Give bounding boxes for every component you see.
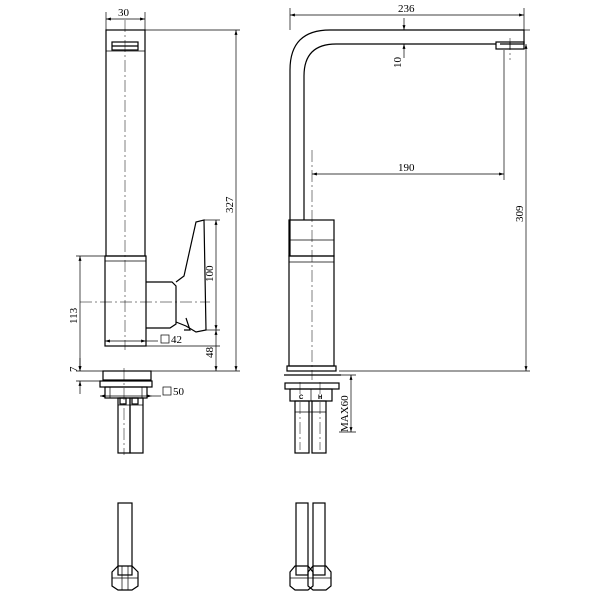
side-lever (288, 219, 335, 257)
dim-width-top: 30 (118, 7, 130, 19)
front-hose (117, 502, 133, 576)
cold-label: C (299, 395, 304, 401)
dim-reach-total: 236 (398, 3, 415, 15)
dim-base-height: 48 (204, 347, 216, 359)
dim-base-square: 50 (173, 386, 185, 398)
front-cartridge (146, 281, 177, 329)
dim-height-total: 327 (224, 196, 236, 213)
front-hose-nut (111, 565, 139, 591)
front-lever (175, 219, 207, 333)
dim-side-height: 309 (514, 205, 526, 222)
square-symbol-50 (162, 386, 172, 396)
side-hose-cold (295, 502, 309, 576)
square-symbol-42 (160, 334, 170, 344)
side-spout-inner (303, 43, 496, 220)
dim-spout-drop: 10 (392, 57, 404, 69)
dim-max-deck: MAX60 (339, 395, 351, 432)
dim-reach-center: 190 (398, 162, 415, 174)
front-spout-column (105, 29, 146, 257)
front-view: 30 327 100 48 113 7 42 50 (68, 7, 240, 591)
side-hose-nut-hot (307, 565, 332, 591)
dim-body-square: 42 (171, 334, 182, 346)
side-base-plate (284, 382, 340, 390)
dim-base-plate: 7 (68, 366, 80, 372)
front-body (104, 255, 147, 347)
side-body (288, 255, 335, 367)
dim-body-height: 113 (68, 307, 80, 324)
side-view: C H 236 10 (284, 3, 530, 591)
dim-lever-height: 100 (204, 265, 216, 282)
front-base-washer (99, 380, 153, 388)
front-base-plate (102, 370, 152, 381)
side-hose-nut-cold (289, 565, 314, 591)
side-hose-hot (312, 502, 326, 576)
side-spout-outer (289, 29, 525, 256)
